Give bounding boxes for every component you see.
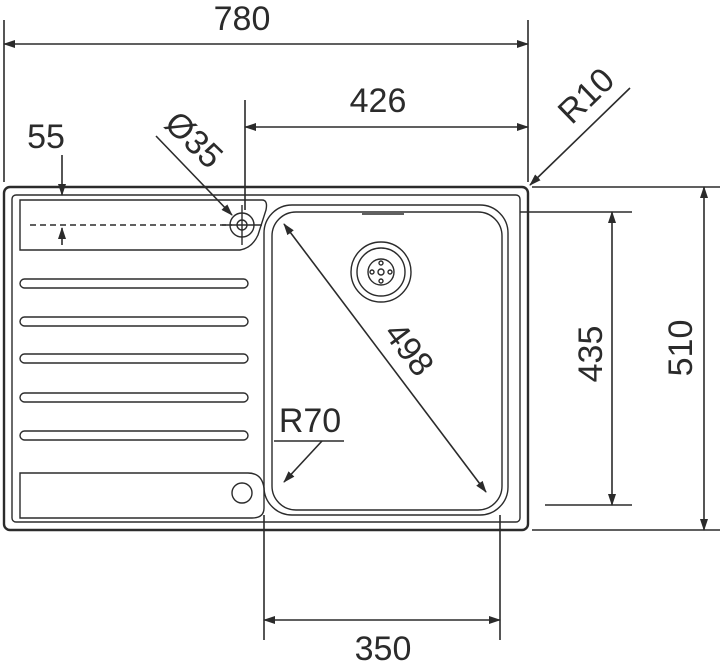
dimension-corner-radius: R10 <box>529 61 631 186</box>
dimension-bowl-offset: 426 <box>244 82 529 210</box>
dimension-bowl-width: 350 <box>263 515 501 668</box>
corner-radius-label: R10 <box>551 61 622 132</box>
drainer-groove-4 <box>19 392 249 403</box>
dimension-overall-width: 780 <box>3 0 529 182</box>
overall-width-label: 780 <box>214 0 271 38</box>
tap-hole-label: Ø35 <box>157 104 230 176</box>
tap-hole-icon <box>222 205 262 245</box>
drainer-groove-5 <box>19 430 249 441</box>
bowl-offset-label: 426 <box>350 82 407 120</box>
sink-bowl <box>263 204 509 516</box>
bowl-length-label: 435 <box>572 326 610 383</box>
dimension-tap-hole: Ø35 <box>155 104 233 216</box>
drain-icon <box>350 241 412 303</box>
bowl-diagonal-label: 498 <box>377 315 441 383</box>
overall-depth-label: 510 <box>662 320 700 377</box>
dimension-bowl-length: 435 <box>520 211 632 506</box>
dimension-drainer-offset: 55 <box>27 118 66 245</box>
drainer-groove-2 <box>19 316 249 327</box>
dimension-bowl-radius: R70 <box>274 402 344 483</box>
overflow-icon <box>231 482 253 504</box>
drainer-board <box>19 199 268 519</box>
drainer-groove-3 <box>19 353 249 364</box>
sink-outline <box>2 185 530 532</box>
drainer-groove-1 <box>19 278 249 289</box>
drainer-offset-label: 55 <box>27 118 65 156</box>
bowl-radius-label: R70 <box>279 402 341 440</box>
dimension-overall-depth: 510 <box>532 186 720 531</box>
dimension-bowl-diagonal: 498 <box>283 223 487 493</box>
bowl-width-label: 350 <box>355 630 412 668</box>
